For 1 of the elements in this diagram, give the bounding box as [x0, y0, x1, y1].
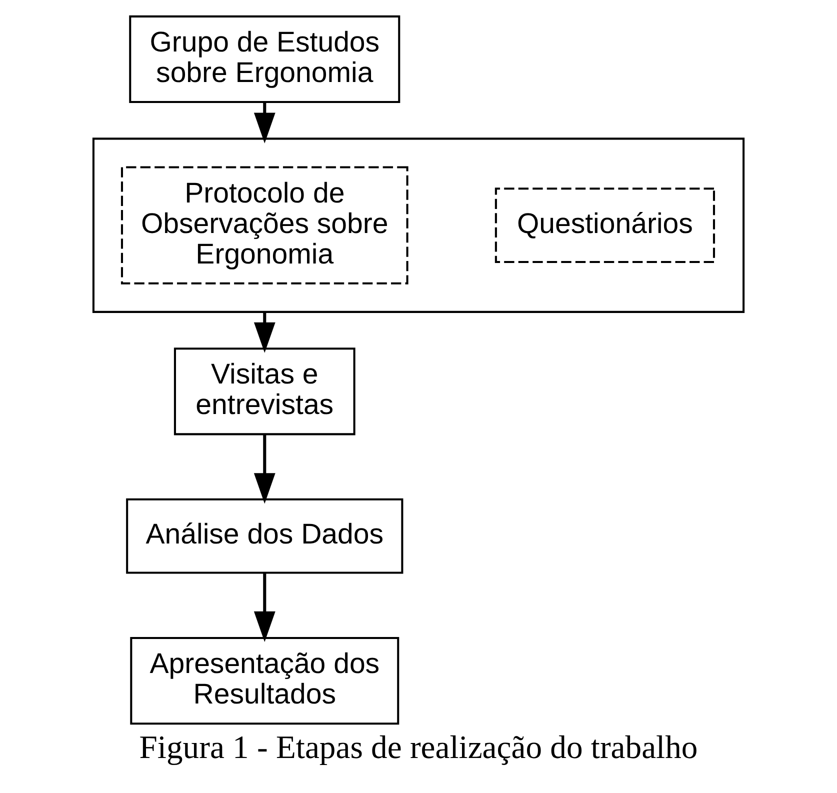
- caption: Figura 1 - Etapas de realização do trabalho: [139, 730, 698, 766]
